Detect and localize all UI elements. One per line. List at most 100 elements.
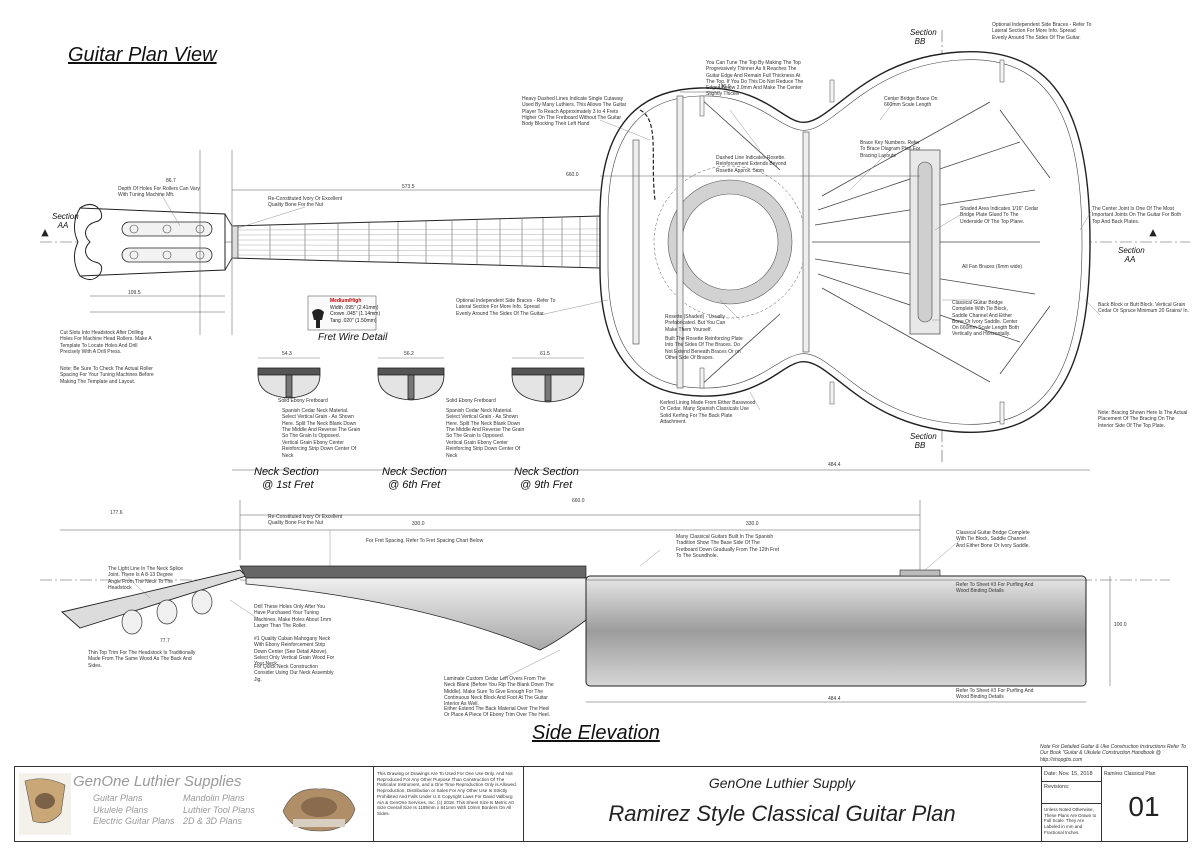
neck-section-9-title: Neck Section xyxy=(514,466,579,478)
brand-name: GenOne Luthier Supplies xyxy=(73,773,242,790)
note: Re-Constituted Ivory Or Excellent Qualit… xyxy=(268,196,343,209)
dim-label: 573.5 xyxy=(402,184,415,190)
note: Optional Independent Side Braces - Refer… xyxy=(992,22,1092,41)
copyright-text: This Drawing or Drawings Are To Used For… xyxy=(377,771,517,817)
note: You Can Tune The Top By Making The Top P… xyxy=(706,60,804,98)
neck-section-6th xyxy=(377,367,445,401)
plan-drawing xyxy=(40,30,1190,703)
section-bb-bottom: Section BB xyxy=(910,432,937,450)
neck-section-9-sub: @ 9th Fret xyxy=(520,479,573,491)
link-mandolin-plans[interactable]: Mandolin Plans xyxy=(183,793,245,803)
neck-section-1st xyxy=(257,367,321,399)
link-ukulele-plans[interactable]: Ukulele Plans xyxy=(93,804,149,815)
note: Vertical Grain Ebony Center Reinforcing … xyxy=(446,440,521,459)
note: Back Block or Butt Block. Vertical Grain… xyxy=(1098,302,1189,315)
dim-label: 54.3 xyxy=(282,351,292,357)
link-luthier-tool-plans[interactable]: Luthier Tool Plans xyxy=(183,804,255,815)
dim-label: 100.0 xyxy=(1114,622,1127,628)
dim-label: 61.5 xyxy=(540,351,550,357)
fret-wire-detail xyxy=(307,295,377,331)
link-electric-guitar-plans[interactable]: Electric Guitar Plans xyxy=(93,816,175,827)
plan-date: Date: Nov. 15, 2018 xyxy=(1044,771,1093,777)
note: Spanish Cedar Neck Material. Select Vert… xyxy=(446,408,525,439)
section-aa-left: Section AA xyxy=(52,212,79,230)
dim-label: 109.5 xyxy=(128,290,141,296)
link-2d-3d-plans[interactable]: 2D & 3D Plans xyxy=(183,816,243,827)
headstock-plan xyxy=(74,204,233,280)
date-cell: Date: Nov. 15, 2018 Revisions: Unless No… xyxy=(1041,767,1102,841)
units-note: Unless Noted Otherwise, These Plans Are … xyxy=(1044,807,1097,835)
jig-image xyxy=(282,788,356,832)
note: For Quick Neck Construction Consider Usi… xyxy=(254,664,334,683)
fret-grade: Medium/High xyxy=(330,298,362,304)
dim-label: 484.4 xyxy=(828,462,841,468)
note: Note: Bracing Shown Here Is The Actual P… xyxy=(1098,410,1188,429)
body-plan xyxy=(599,51,1091,433)
brand-cell: GenOne Luthier Supplies Guitar Plans Uku… xyxy=(15,767,374,841)
note: Vertical Grain Ebony Center Reinforcing … xyxy=(282,440,357,459)
revisions-label: Revisions: xyxy=(1044,784,1070,790)
plan-dimension-lines xyxy=(90,91,1090,471)
note: Re-Constituted Ivory Or Excellent Qualit… xyxy=(268,514,343,527)
side-elevation-title: Side Elevation xyxy=(532,722,660,744)
section-aa-markers xyxy=(41,229,1157,237)
note: Depth Of Holes For Rollers Can Vary With… xyxy=(118,186,200,199)
note: Shaded Area Indicates 1/16" Cedar Bridge… xyxy=(960,206,1039,225)
dim-label: 330.0 xyxy=(412,521,425,527)
note: The Center Joint Is One Of The Most Impo… xyxy=(1092,206,1182,225)
note: Laminate Custom Cedar Left Overs From Th… xyxy=(444,676,554,707)
sheet-number: 01 xyxy=(1128,791,1160,822)
copyright-cell: This Drawing or Drawings Are To Used For… xyxy=(373,767,524,841)
note: Refer To Sheet #3 For Purfling And Wood … xyxy=(956,688,1034,701)
note: Cut Slots Into Headstock After Drilling … xyxy=(60,330,152,355)
fret-wire-title: Fret Wire Detail xyxy=(318,332,388,343)
note: Optional Independent Side Braces - Refer… xyxy=(456,298,556,317)
plan-view-title: Guitar Plan View xyxy=(68,44,217,66)
note: Solid Ebony Fretboard xyxy=(446,398,496,404)
note: For Fret Spacing, Refer To Fret Spacing … xyxy=(366,538,484,544)
neck-section-9th xyxy=(511,367,585,403)
brand-logo xyxy=(19,773,71,835)
note: Refer To Sheet #3 For Purfling And Wood … xyxy=(956,582,1034,595)
note: Rosette (Shaded) - Usually Prefabricated… xyxy=(665,314,726,333)
dim-label: 100.0 xyxy=(718,84,731,90)
section-aa-right: Section AA xyxy=(1118,246,1145,264)
fret-tang: Tang .020" (1.50mm) xyxy=(330,317,377,324)
note: Drill These Holes Only After You Have Pu… xyxy=(254,604,332,629)
link-guitar-plans[interactable]: Guitar Plans xyxy=(93,793,143,803)
note: Many Classical Guitars Built In The Span… xyxy=(676,534,780,559)
dim-label: 484.4 xyxy=(828,696,841,702)
note: Either Extend The Back Material Over The… xyxy=(444,706,551,719)
section-bb-top: Section BB xyxy=(910,28,937,46)
note: Built The Rosette Reinforcing Plate Into… xyxy=(665,336,743,361)
neck-section-1-title: Neck Section xyxy=(254,466,319,478)
fret-width: Width .095" (2.41mm) xyxy=(330,304,379,311)
note: Spanish Cedar Neck Material. Select Vert… xyxy=(282,408,361,439)
note: Dashed Line Indicates Rosette. Reinforce… xyxy=(716,155,787,174)
note: #1 Quality Cuban Mahogany Neck With Ebon… xyxy=(254,636,335,667)
note: Thin Top Trim For The Headstock Is Tradi… xyxy=(88,650,196,669)
sheet-cell: Ramirez Classical Plan 01 xyxy=(1101,767,1187,841)
note: Classical Guitar Bridge Complete With Ti… xyxy=(952,300,1019,338)
note: Heavy Dashed Lines Indicate Single Cutaw… xyxy=(522,96,627,127)
title-block: GenOne Luthier Supplies Guitar Plans Uku… xyxy=(14,766,1188,842)
dim-label: 177.6 xyxy=(110,510,123,516)
dim-label: 86.7 xyxy=(166,178,176,184)
plan-title-cell: GenOne Luthier Supply Ramirez Style Clas… xyxy=(523,767,1042,841)
plan-title: Ramirez Style Classical Guitar Plan xyxy=(608,801,956,826)
fret-wire-spec: Medium/High Width .095" (2.41mm) Crown .… xyxy=(330,298,380,324)
note: All Fan Braces (6mm wide) xyxy=(962,264,1023,270)
neck-section-1-sub: @ 1st Fret xyxy=(262,479,314,491)
dim-label: 660.0 xyxy=(572,498,585,504)
fret-crown: Crown .045" (1.14mm) xyxy=(330,311,381,317)
note: Center Bridge Brace On 660mm Scale Lengt… xyxy=(884,96,938,109)
note: Note: Be Sure To Check The Actual Roller… xyxy=(60,366,154,385)
company-name: GenOne Luthier Supply xyxy=(708,775,856,791)
neck-section-6-title: Neck Section xyxy=(382,466,447,478)
sheet-label: Ramirez Classical Plan xyxy=(1104,771,1156,777)
dim-label: 77.7 xyxy=(160,638,170,644)
note: Kerfed Lining Made From Either Basswood … xyxy=(660,400,756,425)
note: The Light Line In The Neck Splice Joint.… xyxy=(108,566,183,591)
neck-section-6-sub: @ 6th Fret xyxy=(388,479,441,491)
note: Solid Ebony Fretboard xyxy=(278,398,328,404)
